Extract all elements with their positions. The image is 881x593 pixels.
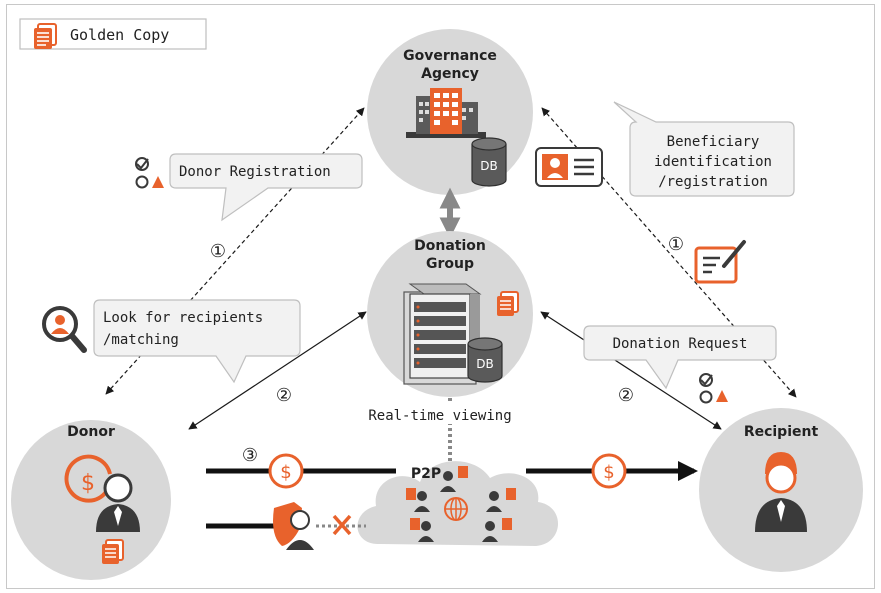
donationgroup-title-line1: Donation	[414, 238, 486, 254]
donationgroup-recipient-arrow	[540, 311, 722, 430]
diagram-frame: Golden Copy Governance Agency	[6, 4, 875, 589]
person-icon	[96, 473, 140, 532]
svg-text:$: $	[81, 471, 95, 496]
search-person-icon	[42, 306, 87, 353]
svg-text:$: $	[603, 462, 614, 483]
callout-donation-request: Donation Request	[583, 325, 777, 390]
diagram-canvas: Golden Copy Governance Agency	[6, 4, 875, 589]
document-icon	[497, 291, 519, 316]
governance-db-label: DB	[480, 159, 497, 173]
callout-donor-registration: Donor Registration	[169, 153, 363, 222]
person-icon	[755, 452, 807, 532]
step-2-left: ②	[276, 385, 292, 406]
peer-document-icons	[406, 466, 516, 530]
p2p-title: P2P	[411, 466, 441, 482]
step-3: ③	[242, 445, 258, 466]
globe-icon	[444, 497, 468, 521]
step-1-right: ①	[668, 234, 684, 255]
callout-beneficiary-line3: /registration	[658, 174, 768, 190]
database-icon: DB	[467, 337, 503, 383]
governance-agency-node: Governance Agency	[367, 29, 533, 195]
recipient-title: Recipient	[744, 424, 819, 440]
person-icon	[286, 510, 314, 550]
callout-look-for-line1: Look for recipients	[103, 310, 263, 326]
checklist-icon	[135, 157, 164, 189]
callout-donation-request-text: Donation Request	[613, 336, 748, 352]
donation-group-node: Donation Group DB	[367, 231, 533, 397]
cross-icon	[332, 514, 352, 536]
governance-title-line1: Governance	[403, 48, 497, 64]
legend-label: Golden Copy	[70, 26, 169, 44]
dollar-coin-icon: $	[268, 453, 304, 489]
callout-beneficiary-line2: identification	[654, 154, 772, 170]
legend-golden-copy: Golden Copy	[19, 18, 207, 50]
donor-donationgroup-arrow	[188, 311, 367, 430]
donationgroup-db-label: DB	[476, 357, 493, 371]
signature-icon	[694, 240, 746, 284]
donor-title: Donor	[67, 424, 115, 440]
document-icon	[34, 23, 57, 49]
donor-node: Donor $	[11, 420, 171, 580]
document-icon	[102, 539, 124, 564]
dollar-coin-icon: $	[591, 453, 627, 489]
realtime-label: Real-time viewing	[368, 408, 511, 424]
callout-donor-registration-text: Donor Registration	[179, 164, 331, 180]
callout-look-for-line2: /matching	[103, 332, 179, 348]
building-icon	[406, 88, 486, 138]
step-2-right: ②	[618, 385, 634, 406]
svg-text:$: $	[280, 462, 291, 483]
id-card-icon	[535, 147, 603, 187]
governance-title-line2: Agency	[421, 66, 479, 82]
callout-beneficiary-line1: Beneficiary	[667, 134, 760, 150]
database-icon: DB	[471, 137, 507, 187]
realtime-label-bg	[352, 404, 528, 424]
callout-beneficiary: Beneficiary identification /registration	[613, 101, 795, 197]
peer-person-icon	[414, 471, 502, 542]
recipient-node: Recipient	[699, 408, 863, 572]
dollar-coin-icon: $	[64, 454, 112, 503]
server-rack-icon	[403, 283, 482, 385]
p2p-cloud: P2P	[357, 461, 559, 546]
callout-look-for: Look for recipients /matching	[93, 299, 301, 384]
checklist-icon	[699, 373, 728, 404]
step-1-left: ①	[210, 241, 226, 262]
donationgroup-title-line2: Group	[426, 256, 474, 272]
